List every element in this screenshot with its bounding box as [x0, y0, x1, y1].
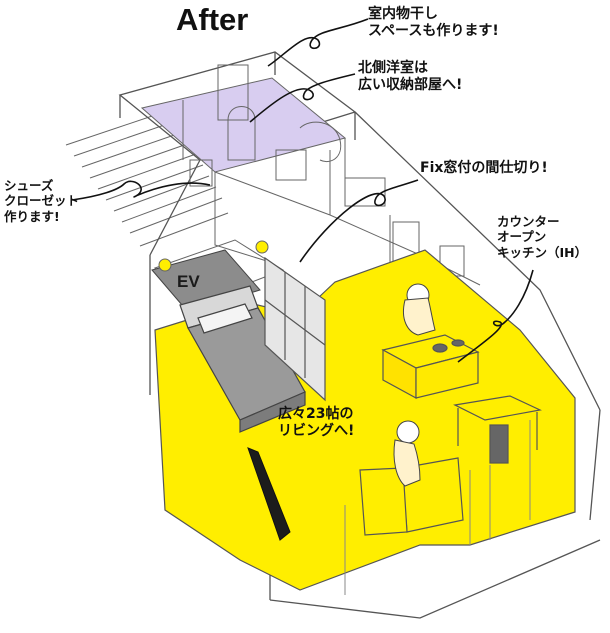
annotation-line: キッチン（IH） [497, 244, 588, 260]
annotation-fix-window: Fix窓付の間仕切り! [420, 160, 548, 177]
annotation-line: Fix窓付の間仕切り! [420, 160, 548, 176]
person-kitchen [403, 283, 436, 336]
annotation-kitchen: カウンター オープン キッチン（IH） [497, 214, 587, 260]
tv [247, 447, 291, 541]
leader-lines [71, 18, 534, 363]
annotation-living: 広々23帖の リビングへ! [278, 406, 354, 440]
exterior-stairs [65, 109, 229, 247]
annotation-shoe-closet: シューズ クローゼット 作ります! [4, 178, 79, 224]
annotation-line: 北側洋室は [358, 60, 428, 76]
annotation-line: スペースも作ります! [368, 23, 499, 40]
outer-walls [118, 51, 601, 619]
annotation-line: リビングへ! [278, 423, 355, 440]
fix-window-partition [264, 256, 326, 402]
person-living [393, 420, 421, 487]
annotation-line: 広い収納部屋へ! [358, 77, 463, 94]
annotation-line: 室内物干し [368, 6, 438, 22]
annotation-line: カウンター [497, 214, 560, 229]
kitchen-counter [381, 334, 480, 400]
light-fixture [255, 240, 269, 254]
annotation-line: クローゼット [4, 193, 80, 209]
bed [179, 285, 306, 433]
storage-room-floor [140, 77, 347, 173]
annotation-line: シューズ [4, 178, 54, 193]
storage-shelves [182, 64, 342, 187]
ev-label: EV [177, 272, 200, 291]
annotation-line: 作ります! [4, 208, 60, 224]
annotation-line: オープン [497, 229, 547, 245]
annotation-drying-space: 室内物干し スペースも作ります! [368, 6, 499, 40]
page-title: After [176, 2, 249, 37]
dining-table [453, 395, 542, 464]
living-wall-panels [344, 420, 531, 595]
annotation-line: 広々23帖の [278, 406, 354, 422]
annotation-north-room: 北側洋室は 広い収納部屋へ! [358, 60, 462, 94]
light-fixture [158, 258, 172, 272]
